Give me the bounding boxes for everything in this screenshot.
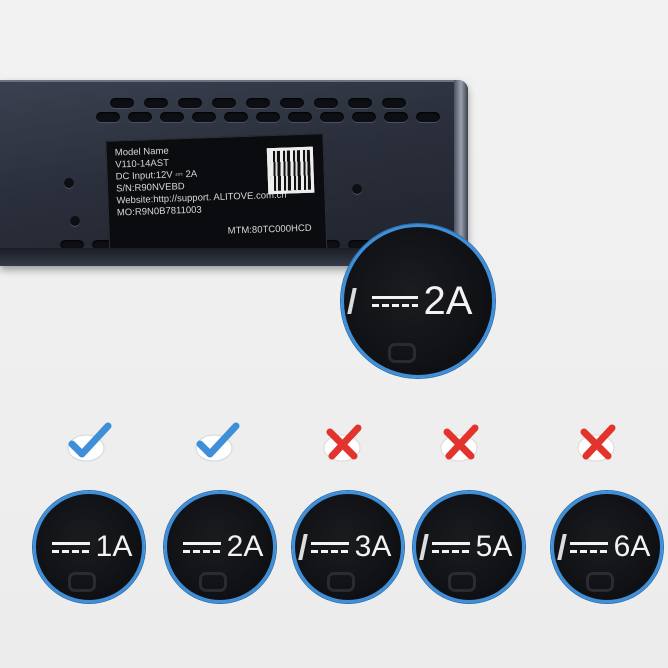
vent-slot xyxy=(224,112,248,122)
zoom-magnifier: 2A xyxy=(341,224,495,378)
vent-slot xyxy=(314,98,338,108)
vent-slot xyxy=(280,98,304,108)
vent-slot xyxy=(96,112,120,122)
v-glyph-edge xyxy=(554,534,567,560)
dc-symbol-icon xyxy=(371,295,418,307)
zoom-current-value: 2A xyxy=(423,278,473,323)
option-1a: 1A xyxy=(33,491,145,603)
v-glyph-edge xyxy=(416,534,429,560)
reflection xyxy=(388,343,417,364)
vent-slot xyxy=(128,112,152,122)
reflection xyxy=(198,571,227,592)
qr-code-icon xyxy=(266,146,315,195)
vent-slot xyxy=(92,240,116,250)
vent-slot xyxy=(110,98,134,108)
vent-slot xyxy=(246,98,270,108)
dc-symbol-icon xyxy=(51,541,90,553)
screw-hole xyxy=(70,216,80,226)
option-value: 3A xyxy=(354,530,392,563)
device-bottom-photo: Model Name V110-14AST DC Input:12V ⎓ 2A … xyxy=(0,80,468,266)
vent-slot xyxy=(382,98,406,108)
cross-icon xyxy=(320,418,370,464)
reflection xyxy=(585,571,614,592)
reflection xyxy=(447,571,476,592)
check-icon xyxy=(64,418,114,464)
option-2a: 2A xyxy=(164,491,276,603)
vent-slot xyxy=(348,98,372,108)
option-value: 2A xyxy=(226,530,264,563)
vent-slot xyxy=(256,112,280,122)
vent-slot xyxy=(416,112,440,122)
check-icon xyxy=(192,418,242,464)
option-3a: 3A xyxy=(292,491,404,603)
option-6a: 6A xyxy=(551,491,663,603)
vent-slot xyxy=(288,112,312,122)
dc-symbol-icon xyxy=(569,541,608,553)
vent-slot xyxy=(320,112,344,122)
vent-slot xyxy=(60,240,84,250)
label-mtm: MTM:80TC000HCD xyxy=(227,222,312,237)
vent-slot xyxy=(212,98,236,108)
option-value: 5A xyxy=(475,530,513,563)
screw-hole xyxy=(352,184,362,194)
reflection xyxy=(326,571,355,592)
device-edge xyxy=(454,80,468,266)
option-value: 1A xyxy=(95,530,133,563)
v-glyph-edge xyxy=(344,288,357,314)
cross-icon xyxy=(437,418,487,464)
product-label: Model Name V110-14AST DC Input:12V ⎓ 2A … xyxy=(105,133,329,266)
reflection xyxy=(67,571,96,592)
option-value: 6A xyxy=(613,530,651,563)
dc-symbol-icon xyxy=(182,541,221,553)
cross-icon xyxy=(574,418,624,464)
vent-slot xyxy=(144,98,168,108)
screw-hole xyxy=(64,178,74,188)
option-5a: 5A xyxy=(413,491,525,603)
vent-slot xyxy=(316,240,340,250)
vent-slot xyxy=(178,98,202,108)
vent-slot xyxy=(348,240,372,250)
v-glyph-edge xyxy=(295,534,308,560)
vent-slot xyxy=(192,112,216,122)
vent-slot xyxy=(384,112,408,122)
dc-symbol-icon xyxy=(310,541,349,553)
vent-slot xyxy=(160,112,184,122)
dc-symbol-icon xyxy=(431,541,470,553)
vent-slot xyxy=(352,112,376,122)
